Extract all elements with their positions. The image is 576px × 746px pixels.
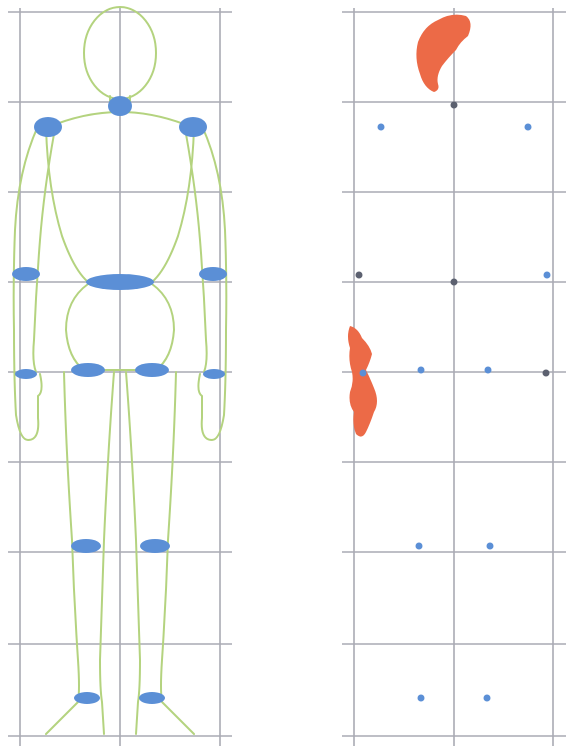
dot-left-hip xyxy=(418,367,425,374)
joint-right-shoulder xyxy=(179,117,207,137)
joint-right-ankle xyxy=(139,692,165,704)
joint-left-elbow xyxy=(12,267,40,281)
joint-left-ankle xyxy=(74,692,100,704)
joint-right-knee xyxy=(140,539,170,553)
dot-left-elbow xyxy=(356,272,363,279)
left-leg-outline xyxy=(46,372,114,734)
dot-right-knee xyxy=(487,543,494,550)
joint-right-elbow xyxy=(199,267,227,281)
dot-left-ankle xyxy=(418,695,425,702)
joint-neck xyxy=(108,96,132,116)
dot-left-shoulder xyxy=(378,124,385,131)
hand-region-blob xyxy=(348,326,377,437)
dot-neck xyxy=(451,102,458,109)
dot-right-elbow xyxy=(544,272,551,279)
joint-left-hip xyxy=(71,363,105,377)
joint-left-shoulder xyxy=(34,117,62,137)
right-panel xyxy=(342,8,566,746)
right-leg-outline xyxy=(126,372,194,734)
dot-left-wrist xyxy=(360,370,367,377)
head-region-blob xyxy=(416,15,470,92)
dot-waist xyxy=(451,279,458,286)
dot-right-ankle xyxy=(484,695,491,702)
dot-right-shoulder xyxy=(525,124,532,131)
joint-left-wrist xyxy=(15,369,37,379)
dot-right-wrist xyxy=(543,370,550,377)
dot-left-knee xyxy=(416,543,423,550)
joint-left-knee xyxy=(71,539,101,553)
left-panel xyxy=(8,7,232,746)
joint-right-hip xyxy=(135,363,169,377)
right-grid xyxy=(342,8,566,746)
dot-right-hip xyxy=(485,367,492,374)
joint-waist xyxy=(86,274,154,290)
joint-right-wrist xyxy=(203,369,225,379)
